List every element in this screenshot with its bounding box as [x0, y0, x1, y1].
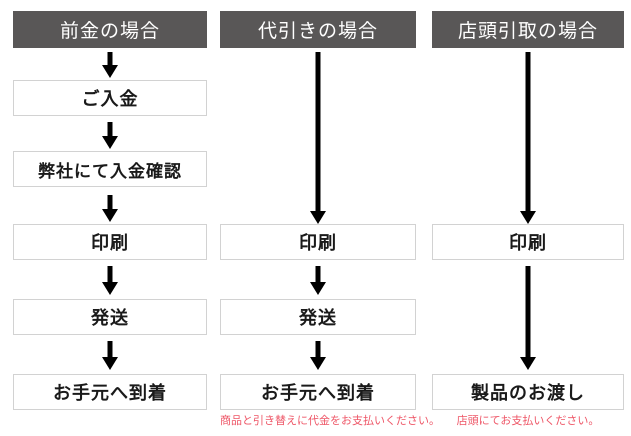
step-box-pickup-1: 印刷	[432, 224, 624, 260]
flow-column-cash-on-delivery: 代引きの場合 印刷 発送 お手元へ到着 商品と引き替えに代金をお支払いください。	[220, 0, 440, 436]
note-cash-on-delivery: 商品と引き替えに代金をお支払いください。	[220, 415, 440, 427]
step-box-pickup-2: 製品のお渡し	[432, 374, 624, 410]
note-store-pickup: 店頭にてお支払いください。	[456, 415, 600, 427]
step-box-cod-2: 発送	[220, 299, 416, 335]
flow-column-prepayment: 前金の場合 ご入金 弊社にて入金確認 印刷 発送 お手元へ到着	[13, 0, 207, 436]
arrow-step4-to-step5	[102, 341, 118, 370]
column-header-cash-on-delivery: 代引きの場合	[220, 11, 416, 48]
column-header-store-pickup: 店頭引取の場合	[432, 11, 624, 48]
arrow-step2-to-step3	[102, 195, 118, 222]
step-box-prepayment-2: 弊社にて入金確認	[13, 151, 207, 187]
step-box-prepayment-5: お手元へ到着	[13, 374, 207, 410]
arrow-print-to-shipping	[310, 266, 326, 295]
step-box-prepayment-3: 印刷	[13, 224, 207, 260]
step-box-cod-3: お手元へ到着	[220, 374, 416, 410]
column-header-prepayment: 前金の場合	[13, 11, 207, 48]
arrow-step1-to-step2	[102, 122, 118, 149]
arrow-print-to-handover	[520, 266, 536, 370]
step-box-prepayment-4: 発送	[13, 299, 207, 335]
arrow-header-to-step1	[102, 52, 118, 78]
step-box-prepayment-1: ご入金	[13, 80, 207, 116]
arrow-header-to-print-pickup	[520, 52, 536, 224]
step-box-cod-1: 印刷	[220, 224, 416, 260]
arrow-header-to-print	[310, 52, 326, 224]
arrow-step3-to-step4	[102, 266, 118, 295]
arrow-shipping-to-arrival	[310, 341, 326, 370]
flow-column-store-pickup: 店頭引取の場合 印刷 製品のお渡し 店頭にてお支払いください。	[432, 0, 624, 436]
